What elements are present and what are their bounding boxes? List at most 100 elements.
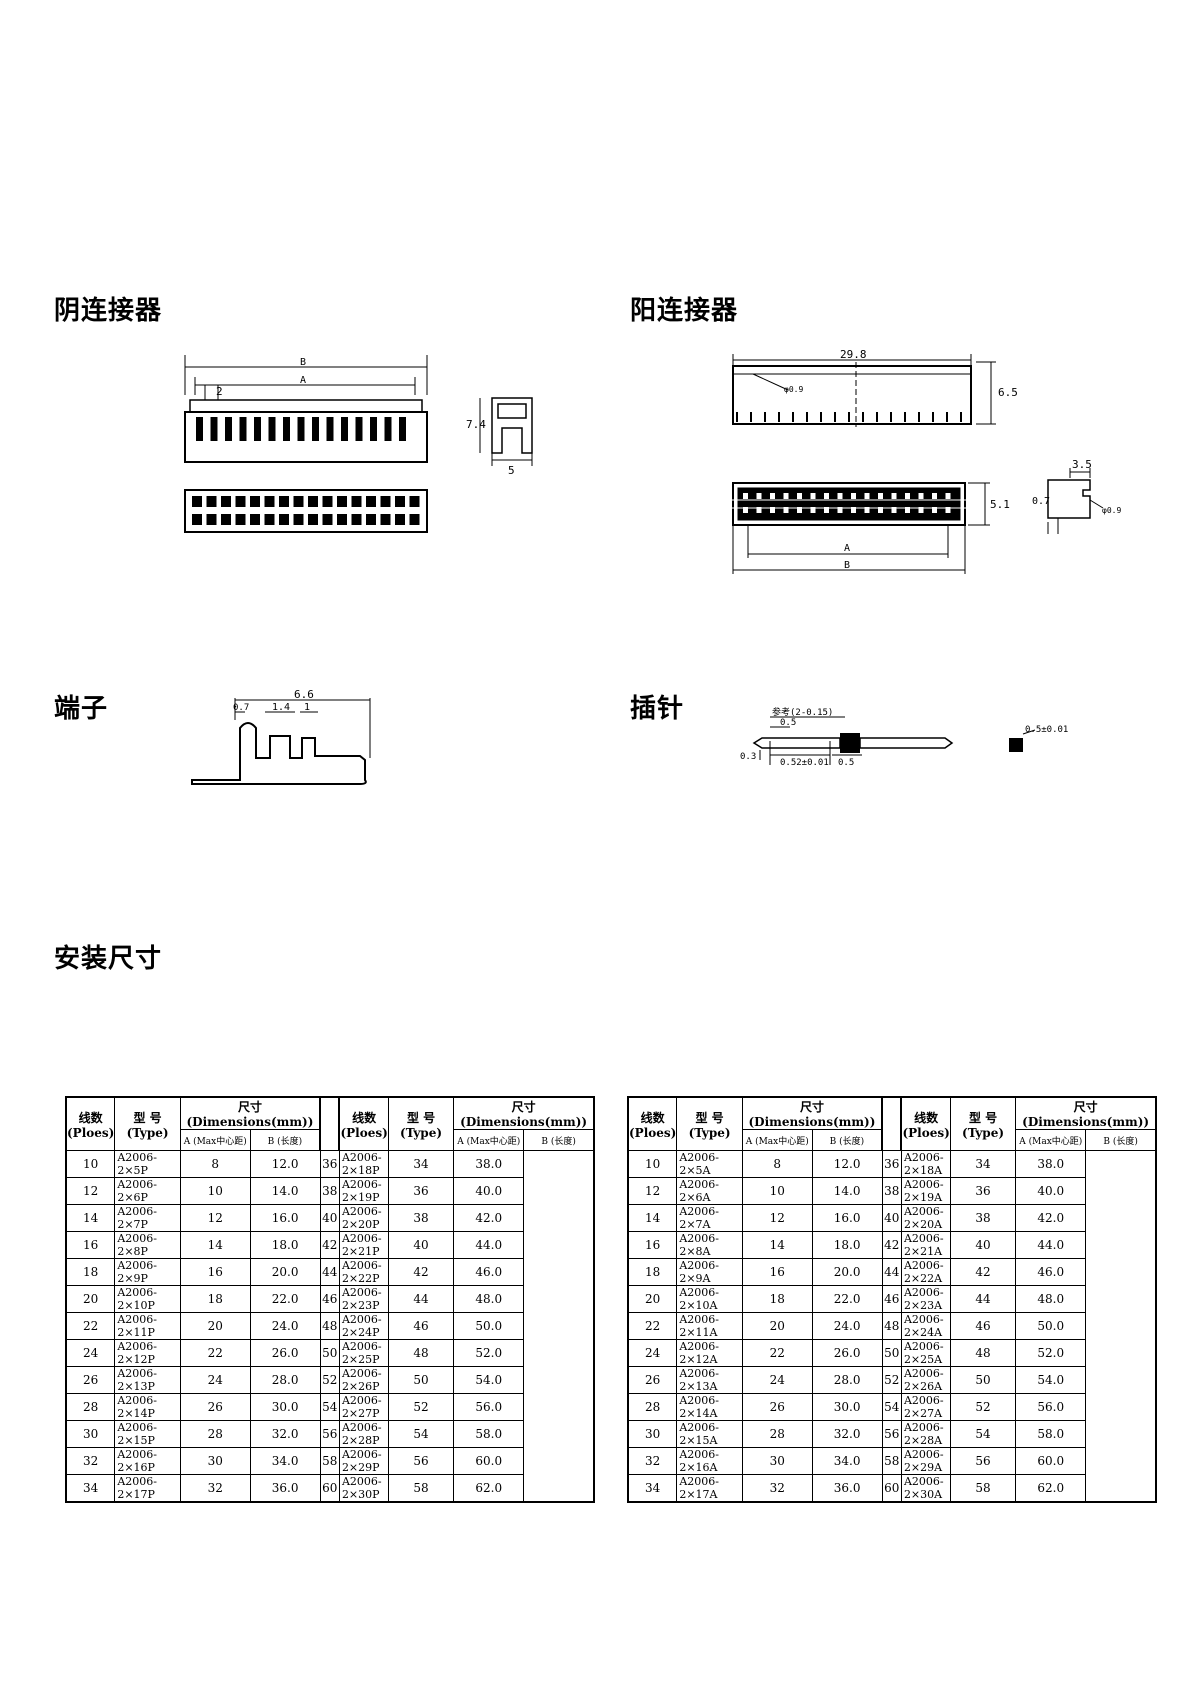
table-cell: 38.0 (1015, 1150, 1087, 1178)
table-cell: 36 (949, 1177, 1017, 1205)
table-cell: 26 (179, 1393, 251, 1421)
table-cell: A2006-2×22P (338, 1258, 389, 1286)
table-cell: 32.0 (249, 1420, 321, 1448)
table-cell: 58 (387, 1474, 455, 1502)
table-cell: 34 (949, 1150, 1017, 1178)
male-connector-side-drawing: 3.5 0.7 φ0.9 (1032, 458, 1121, 534)
table-cell: 44 (387, 1285, 455, 1313)
header-col-a: A (Max中心距) (741, 1129, 813, 1151)
table-cell: 46.0 (1015, 1258, 1087, 1286)
header-count: 线数(Ploes) (627, 1097, 678, 1151)
table-cell: 30 (627, 1420, 678, 1448)
table-cell: 28 (741, 1420, 813, 1448)
table-cell: 28 (179, 1420, 251, 1448)
table-cell: 50 (387, 1366, 455, 1394)
table-cell: 48.0 (1015, 1285, 1087, 1313)
table-cell: 48 (881, 1312, 902, 1340)
table-cell: A2006-2×30A (900, 1474, 951, 1502)
header-type: 型 号(Type) (676, 1097, 743, 1151)
table-cell: A2006-2×8P (114, 1231, 181, 1259)
table-cell: A2006-2×5A (676, 1150, 743, 1178)
table-cell: 54 (319, 1393, 340, 1421)
table-cell: 56 (387, 1447, 455, 1475)
table-cell: 48 (949, 1339, 1017, 1367)
table-cell: A2006-2×21A (900, 1231, 951, 1259)
table-cell: A2006-2×18A (900, 1150, 951, 1178)
table-cell: 22 (179, 1339, 251, 1367)
table-cell: 40.0 (1015, 1177, 1087, 1205)
table-cell: 40.0 (453, 1177, 525, 1205)
heading-install-dimensions: 安装尺寸 (54, 944, 163, 974)
header-col-b: B (长度) (1085, 1129, 1156, 1151)
table-cell: A2006-2×11A (676, 1312, 743, 1340)
table-cell: 30 (741, 1447, 813, 1475)
table-cell: A2006-2×24P (338, 1312, 389, 1340)
table-cell: A2006-2×19A (900, 1177, 951, 1205)
table-cell: 14.0 (811, 1177, 883, 1205)
table-cell: 58 (949, 1474, 1017, 1502)
heading-terminal: 端子 (54, 694, 109, 724)
table-cell: A2006-2×20P (338, 1204, 389, 1232)
table-cell: 12.0 (811, 1150, 883, 1178)
table-cell: 34.0 (249, 1447, 321, 1475)
terminal-dim-14: 1.4 (272, 702, 290, 713)
table-cell: A2006-2×5P (114, 1150, 181, 1178)
table-cell: 16.0 (249, 1204, 321, 1232)
table-cell: A2006-2×24A (900, 1312, 951, 1340)
table-cell: 14 (627, 1204, 678, 1232)
table-cell: 30 (179, 1447, 251, 1475)
table-cell: 18 (65, 1258, 116, 1286)
table-cell: A2006-2×27P (338, 1393, 389, 1421)
table-cell: 50.0 (453, 1312, 525, 1340)
table-cell: 30 (65, 1420, 116, 1448)
table-cell: 14 (179, 1231, 251, 1259)
male-connector-bottom-drawing: A B 5.1 (718, 482, 1010, 574)
table-cell: 36 (319, 1150, 340, 1178)
table-cell: 26.0 (249, 1339, 321, 1367)
male-side-hole: φ0.9 (1102, 506, 1121, 515)
table-cell: 42 (881, 1231, 902, 1259)
table-cell: A2006-2×9A (676, 1258, 743, 1286)
table-cell: 18 (627, 1258, 678, 1286)
table-cell: 36.0 (249, 1474, 321, 1502)
male-dim-height: 6.5 (998, 386, 1018, 399)
female-dim-a: A (300, 375, 306, 386)
male-dim-b: B (844, 560, 850, 571)
header-col-a: A (Max中心距) (179, 1129, 251, 1151)
table-cell: 28 (65, 1393, 116, 1421)
table-cell: 16 (179, 1258, 251, 1286)
table-cell: 60 (319, 1474, 340, 1502)
table-cell: 24 (627, 1339, 678, 1367)
table-cell: 24 (179, 1366, 251, 1394)
header-type: 型 号(Type) (114, 1097, 181, 1151)
table-cell: 20.0 (249, 1258, 321, 1286)
table-cell: 44 (319, 1258, 340, 1286)
table-cell: 56 (881, 1420, 902, 1448)
header-dimensions: 尺寸 (Dimensions(mm)) (741, 1097, 883, 1130)
table-cell: 46 (949, 1312, 1017, 1340)
table-cell: 42.0 (453, 1204, 525, 1232)
table-cell: 24 (65, 1339, 116, 1367)
table-cell: 54 (387, 1420, 455, 1448)
spec-table-right: 线数(Ploes) 型 号(Type) 尺寸 (Dimensions(mm)) … (627, 1096, 1157, 1503)
female-dim-pitch: 2 (216, 385, 223, 398)
table-cell: 24 (741, 1366, 813, 1394)
table-cell: A2006-2×9P (114, 1258, 181, 1286)
table-cell: 18 (179, 1285, 251, 1313)
table-cell: A2006-2×21P (338, 1231, 389, 1259)
table-cell: 12 (627, 1177, 678, 1205)
table-cell: 40 (949, 1231, 1017, 1259)
table-cell: 32 (65, 1447, 116, 1475)
table-cell: A2006-2×26P (338, 1366, 389, 1394)
table-cell: 54.0 (1015, 1366, 1087, 1394)
table-cell: A2006-2×27A (900, 1393, 951, 1421)
table-cell: 12 (179, 1204, 251, 1232)
female-connector-side-drawing: 7.4 5 (466, 397, 533, 477)
